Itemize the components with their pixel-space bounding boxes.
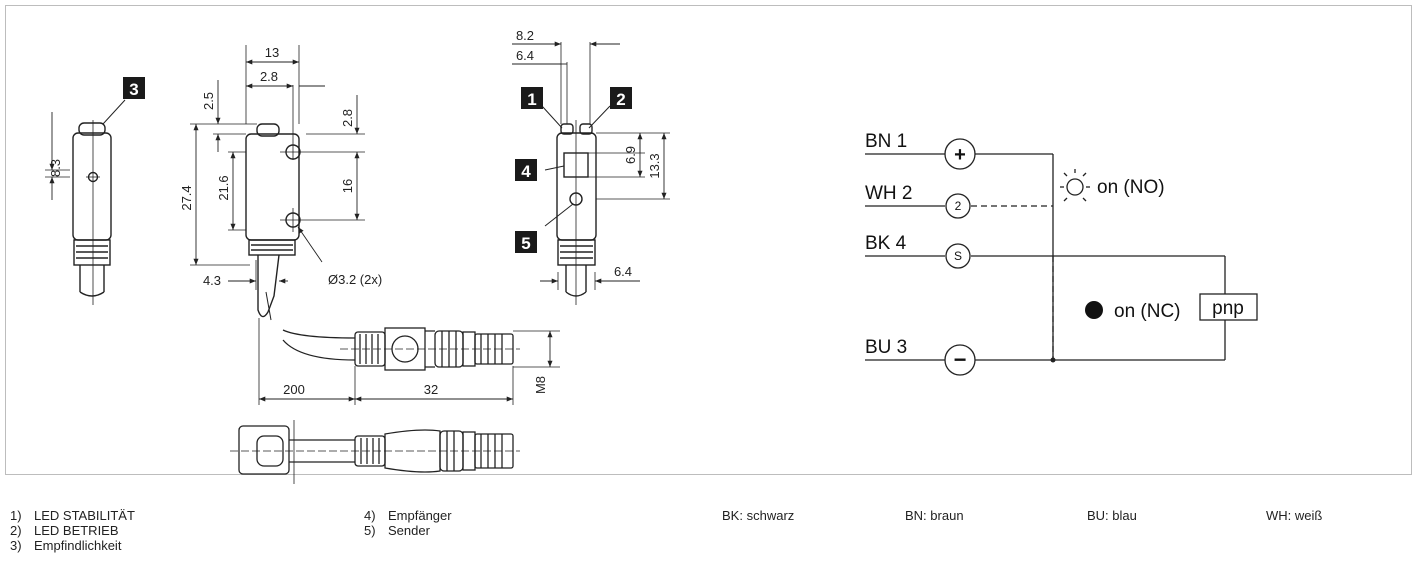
led-no-label: on (NO) bbox=[1097, 177, 1165, 198]
side-view bbox=[45, 99, 126, 305]
dim-cable-m8: M8 bbox=[533, 376, 548, 394]
svg-text:3: 3 bbox=[129, 80, 138, 99]
connector-view bbox=[258, 318, 560, 405]
junction-dot bbox=[1050, 357, 1056, 363]
dim-front-13: 13 bbox=[265, 45, 279, 60]
dim-top-6-9: 6.9 bbox=[623, 146, 638, 164]
led-nc-dot bbox=[1085, 301, 1103, 319]
legend-item-3: 3)Empfindlichkeit bbox=[10, 538, 122, 553]
callout-3: 3 bbox=[123, 77, 145, 99]
color-code-bu: BU: blau bbox=[1087, 508, 1137, 523]
led-nc-label: on (NC) bbox=[1114, 301, 1181, 322]
pin-s: S bbox=[954, 249, 962, 263]
legend-item-4: 4)Empfänger bbox=[364, 508, 452, 523]
color-code-bk: BK: schwarz bbox=[722, 508, 795, 523]
dim-top-6-4-bottom: 6.4 bbox=[614, 264, 632, 279]
callout-1: 1 bbox=[521, 87, 543, 109]
legend-col-2: 4)Empfänger 5)Sender bbox=[364, 508, 452, 538]
svg-text:2: 2 bbox=[616, 90, 625, 109]
legend-item-5: 5)Sender bbox=[364, 523, 430, 538]
color-code-bn: BN: braun bbox=[905, 508, 964, 523]
dim-front-2-8-right: 2.8 bbox=[340, 109, 355, 127]
dim-front-21-6: 21.6 bbox=[216, 175, 231, 200]
dim-side-8-3: 8.3 bbox=[48, 159, 63, 177]
legend-item-2: 2)LED BETRIEB bbox=[10, 523, 119, 538]
pin-minus: − bbox=[954, 347, 967, 372]
dim-top-8-2: 8.2 bbox=[516, 28, 534, 43]
svg-text:5: 5 bbox=[521, 234, 530, 253]
callout-5: 5 bbox=[515, 231, 537, 253]
callout-2: 2 bbox=[610, 87, 632, 109]
dim-front-hole: Ø3.2 (2x) bbox=[328, 272, 382, 287]
dim-cable-200: 200 bbox=[283, 382, 305, 397]
dim-front-27-4: 27.4 bbox=[179, 185, 194, 210]
drawing-frame bbox=[5, 5, 1412, 475]
wire-label-wh2: WH 2 bbox=[865, 183, 913, 204]
pin-plus: + bbox=[954, 144, 966, 166]
svg-text:4: 4 bbox=[521, 162, 531, 181]
bottom-view bbox=[230, 420, 520, 484]
svg-text:1: 1 bbox=[527, 90, 536, 109]
color-code-wh: WH: weiß bbox=[1266, 508, 1323, 523]
dim-front-2-8-top: 2.8 bbox=[260, 69, 278, 84]
pnp-label: pnp bbox=[1212, 298, 1244, 319]
dim-front-16: 16 bbox=[340, 179, 355, 193]
dim-front-2-5: 2.5 bbox=[201, 92, 216, 110]
dim-top-13-3: 13.3 bbox=[647, 153, 662, 178]
front-view bbox=[190, 45, 365, 321]
dim-cable-32: 32 bbox=[424, 382, 438, 397]
wiring-diagram bbox=[865, 138, 1258, 376]
dim-front-4-3: 4.3 bbox=[203, 273, 221, 288]
wire-label-bu3: BU 3 bbox=[865, 337, 907, 358]
legend-col-1: 1)LED STABILITÄT 2)LED BETRIEB 3)Empfind… bbox=[10, 508, 135, 553]
legend-item-1: 1)LED STABILITÄT bbox=[10, 508, 135, 523]
pin-2: 2 bbox=[955, 199, 962, 213]
dim-top-6-4: 6.4 bbox=[516, 48, 534, 63]
wire-label-bk4: BK 4 bbox=[865, 233, 907, 254]
wire-label-bn1: BN 1 bbox=[865, 131, 907, 152]
top-view bbox=[512, 41, 670, 305]
callout-4: 4 bbox=[515, 159, 537, 181]
